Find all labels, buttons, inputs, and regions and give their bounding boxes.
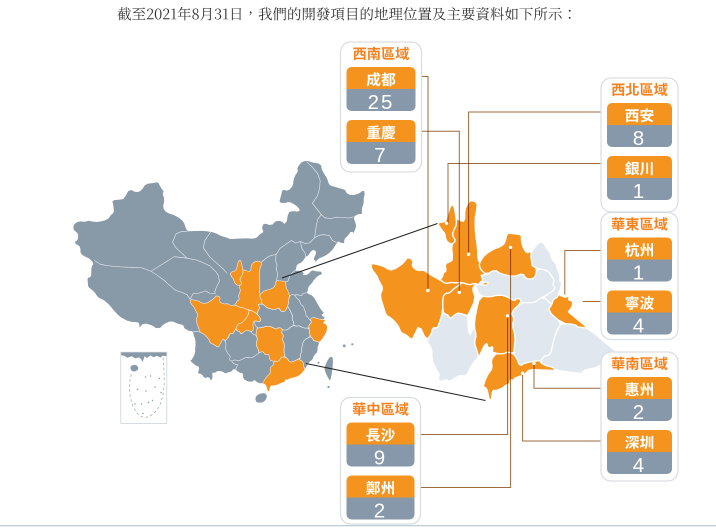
- svg-text:2: 2: [633, 401, 646, 424]
- svg-text:1: 1: [633, 262, 646, 285]
- svg-text:4: 4: [633, 454, 646, 477]
- svg-text:9: 9: [374, 447, 387, 470]
- svg-text:7: 7: [374, 144, 387, 167]
- svg-text:25: 25: [368, 91, 395, 114]
- svg-text:1: 1: [633, 180, 646, 203]
- svg-text:4: 4: [633, 315, 646, 338]
- svg-text:8: 8: [633, 127, 646, 150]
- svg-text:2: 2: [374, 500, 387, 523]
